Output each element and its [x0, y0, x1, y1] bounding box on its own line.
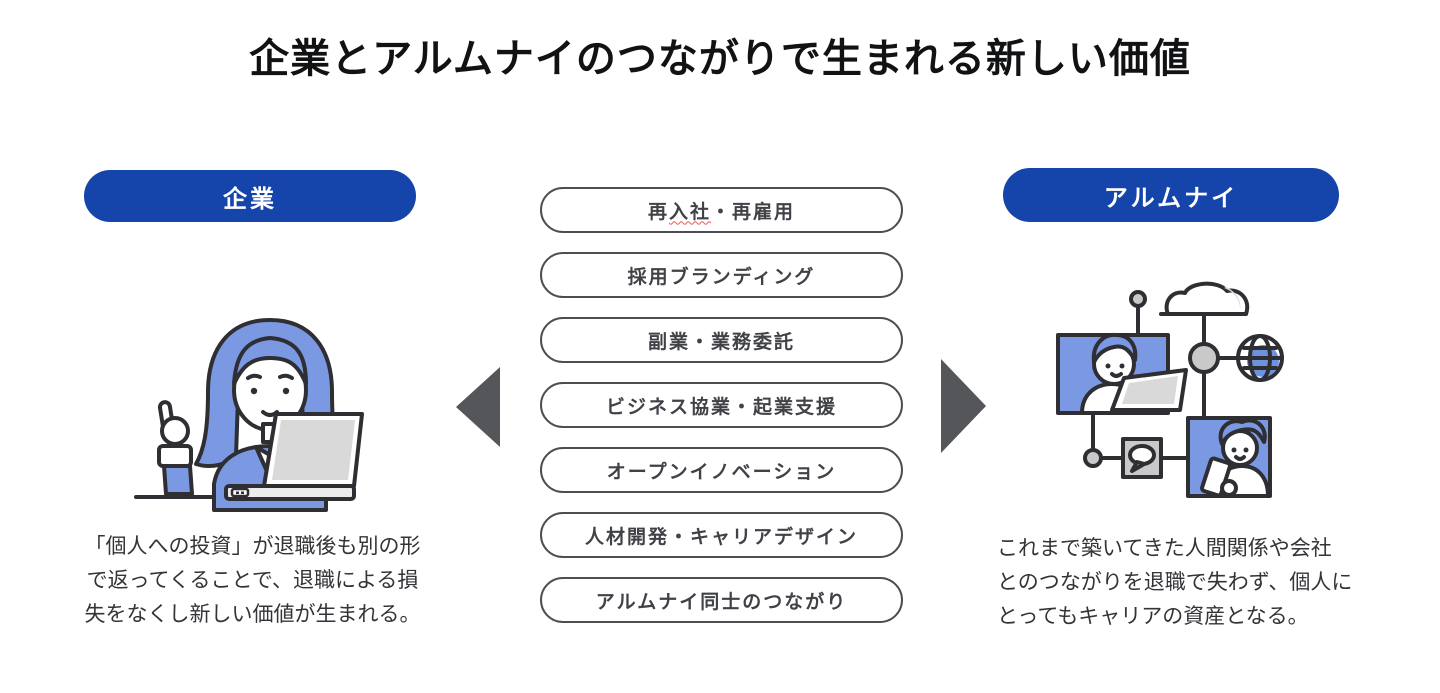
alumni-badge: アルムナイ: [1003, 168, 1339, 222]
page-title: 企業とアルムナイのつながりで生まれる新しい価値: [249, 37, 1191, 81]
description-line: 「個人への投資」が退職後も別の形: [84, 535, 421, 558]
cloud-icon: [1164, 281, 1250, 316]
connection-value-list: 再入社・再雇用 採用ブランディング 副業・業務委託 ビジネス協業・起業支援 オー…: [540, 187, 903, 642]
video-panel-laptop-person: [1056, 332, 1188, 415]
pill-hr-career-design: 人材開発・キャリアデザイン: [540, 512, 903, 558]
pill-label-squiggle: 入社: [668, 201, 711, 223]
network-node: [1083, 448, 1103, 468]
company-person-illustration: [134, 318, 364, 512]
pill-side-job-outsourcing: 副業・業務委託: [540, 317, 903, 363]
description-line: とのつながりを退職で失わず、個人に: [997, 571, 1353, 594]
network-node: [1129, 290, 1147, 308]
description-line: 失をなくし新しい価値が生まれる。: [84, 603, 421, 626]
laptop-base: [224, 484, 356, 501]
company-badge: 企業: [84, 170, 416, 222]
pill-open-innovation: オープンイノベーション: [540, 447, 903, 493]
alumni-network-illustration: [1056, 281, 1284, 498]
description-line: で返ってくることで、退職による損: [86, 569, 419, 592]
sleeve-cuff: [157, 444, 193, 468]
pill-label: 再: [647, 201, 669, 223]
company-description: 「個人への投資」が退職後も別の形 で返ってくることで、退職による損 失をなくし新…: [75, 530, 430, 632]
video-panel-phone-person: [1186, 416, 1272, 498]
globe-icon: [1236, 334, 1284, 382]
forearm: [162, 464, 194, 496]
hair-bangs: [232, 336, 308, 386]
pill-alumni-connections: アルムナイ同士のつながり: [540, 577, 903, 623]
pill-label: ・再雇用: [711, 201, 796, 223]
chat-icon: [1121, 437, 1163, 479]
pill-business-collab-startup: ビジネス協業・起業支援: [540, 382, 903, 428]
pill-recruiting-branding: 採用ブランディング: [540, 252, 903, 298]
arrow-right-icon: [941, 359, 986, 453]
arrow-left-icon: [456, 367, 500, 447]
description-line: これまで築いてきた人間関係や会社: [997, 537, 1332, 560]
hand-fist: [160, 416, 190, 446]
description-line: とってもキャリアの資産となる。: [997, 605, 1309, 628]
network-node: [1188, 342, 1220, 374]
alumni-description: これまで築いてきた人間関係や会社 とのつながりを退職で失わず、個人に とってもキ…: [997, 532, 1377, 634]
pill-rehire: 再入社・再雇用: [540, 187, 903, 233]
